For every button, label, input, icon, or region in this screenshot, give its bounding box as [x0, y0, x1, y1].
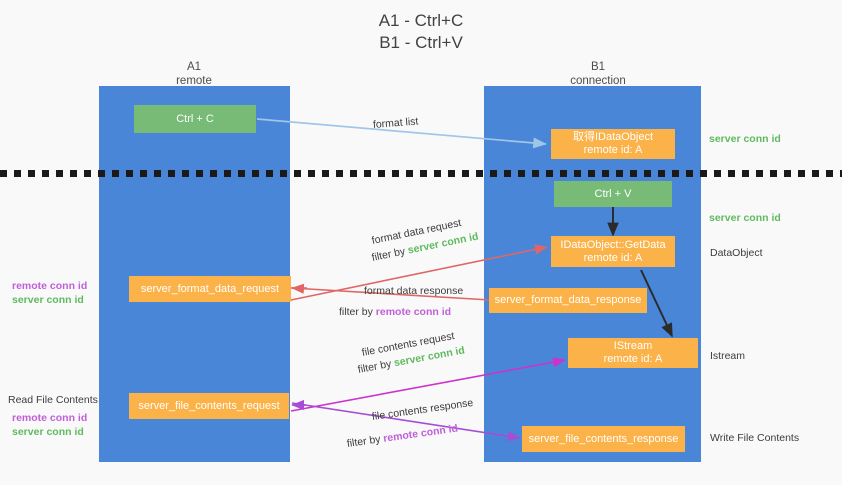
arrow-getdata-to-istream	[640, 269, 673, 338]
side-label-left-file-remote-conn-id: remote conn id	[12, 412, 88, 424]
arrow-format-list	[256, 118, 547, 149]
side-label-write-file-contents: Write File Contents	[710, 432, 800, 444]
side-label-left-format-remote-conn-id: remote conn id	[12, 280, 88, 292]
box-server-format-data-request[interactable]: server_format_data_request	[129, 276, 291, 302]
box-server-format-data-response[interactable]: server_format_data_response	[489, 288, 647, 313]
box-server-file-contents-response[interactable]: server_file_contents_response	[522, 426, 685, 452]
column-header-b1: B1 connection	[570, 61, 626, 87]
column-header-a1: A1 remote	[176, 61, 212, 87]
side-label-right-server-conn-id-2: server conn id	[709, 212, 781, 224]
side-label-read-file-contents: Read File Contents	[8, 394, 98, 406]
label-format-data-response: format data response	[364, 285, 464, 297]
side-label-left-file-server-conn-id: server conn id	[12, 426, 84, 438]
arrow-file-contents-request	[290, 357, 566, 412]
side-label-left-format-server-conn-id: server conn id	[12, 294, 84, 306]
filter-prefix: filter by	[339, 306, 376, 318]
arrow-file-contents-response	[291, 402, 521, 442]
side-label-dataobject: DataObject	[710, 247, 763, 259]
phase-divider	[0, 170, 842, 177]
diagram-title: A1 - Ctrl+C B1 - Ctrl+V	[378, 11, 464, 52]
side-label-istream: Istream	[710, 350, 746, 362]
box-get-data-object[interactable]: 取得IDataObject remote id: A	[551, 129, 675, 159]
side-label-right-server-conn-id-1: server conn id	[709, 133, 781, 145]
label-format-data-response-filter: filter by remote conn id	[339, 306, 451, 319]
box-ctrl-v[interactable]: Ctrl + V	[554, 181, 672, 207]
box-ctrl-c[interactable]: Ctrl + C	[134, 105, 256, 133]
box-idataobject-getdata[interactable]: IDataObject::GetData remote id: A	[551, 236, 675, 267]
box-istream[interactable]: IStream remote id: A	[568, 338, 698, 368]
filter-key-remote-conn-id: remote conn id	[375, 306, 452, 318]
arrow-format-data-response	[291, 283, 491, 301]
box-server-file-contents-request[interactable]: server_file_contents_request	[129, 393, 289, 419]
